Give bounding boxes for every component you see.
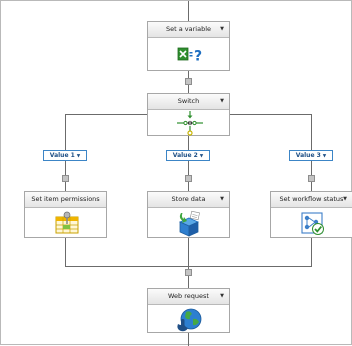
dropdown-arrow-icon[interactable]: ▼ [343,196,347,202]
permissions-table-key-icon [55,211,79,234]
action-title: Set workflow status [279,195,344,203]
connector-line [65,266,312,267]
action-header[interactable]: Web request ▼ [148,289,229,305]
action-header[interactable]: Set a variable ▼ [148,22,229,38]
drop-connector[interactable] [308,175,315,182]
svg-text:?: ? [194,49,202,65]
action-header[interactable]: Store data ▼ [148,192,229,208]
drop-connector[interactable] [185,78,192,85]
connector-line [188,238,189,288]
web-request-action[interactable]: Web request ▼ [147,288,230,333]
action-header[interactable]: Set item permissions [25,192,106,208]
action-title: Set a variable [165,25,211,33]
drop-connector[interactable] [62,175,69,182]
connector-line [65,114,149,115]
case-label: Value 2 [172,152,198,159]
set-item-permissions-action[interactable]: Set item permissions [24,191,107,238]
set-workflow-status-action[interactable]: Set workflow status ▼ [270,191,352,238]
dropdown-arrow-icon[interactable]: ▼ [199,154,204,159]
dropdown-arrow-icon[interactable]: ▼ [220,98,224,104]
switch-branch-icon [177,111,203,136]
case-label: Value 3 [295,152,321,159]
connector-line [188,136,189,191]
dropdown-arrow-icon[interactable]: ▼ [220,196,224,202]
action-header[interactable]: Switch ▼ [148,94,229,110]
connector-line [311,238,312,266]
case-value-2[interactable]: Value 2▼ [166,150,210,161]
action-header[interactable]: Set workflow status ▼ [271,192,352,208]
store-data-action[interactable]: Store data ▼ [147,191,230,238]
case-label: Value 1 [49,152,75,159]
web-request-globe-icon [177,308,202,332]
dropdown-arrow-icon[interactable]: ▼ [220,26,224,32]
dropdown-arrow-icon[interactable]: ▼ [76,154,81,159]
set-variable-action[interactable]: Set a variable ▼ ? [147,21,230,71]
connector-line [188,333,189,346]
connector-line [65,238,66,266]
connector-line [188,1,189,21]
dropdown-arrow-icon[interactable]: ▼ [220,293,224,299]
connector-line [227,114,311,115]
action-title: Set item permissions [31,195,100,203]
variable-x-equals-question-icon: ? [177,47,202,65]
action-title: Store data [171,195,206,203]
action-title: Web request [168,292,209,300]
action-title: Switch [177,97,200,105]
case-value-1[interactable]: Value 1▼ [43,150,87,161]
workflow-status-check-icon [301,212,324,235]
switch-action[interactable]: Switch ▼ [147,93,230,136]
drop-connector[interactable] [185,269,192,276]
drop-connector[interactable] [185,175,192,182]
case-value-3[interactable]: Value 3▼ [289,150,333,161]
dropdown-arrow-icon[interactable]: ▼ [322,154,327,159]
store-data-box-icon [179,210,200,237]
